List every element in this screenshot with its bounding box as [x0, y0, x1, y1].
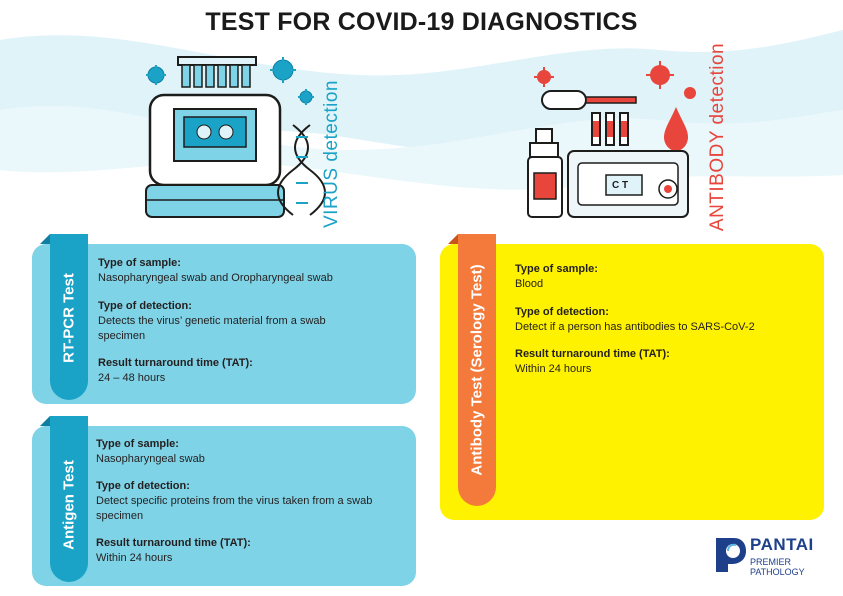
blood-drop-icon: [664, 107, 688, 151]
pantai-logo-icon: [716, 538, 746, 572]
rtpcr-ribbon-fold: [40, 234, 50, 244]
antibody-detection-strong: ANTIBODY: [707, 130, 728, 232]
rtpcr-sample-label: Type of sample:: [98, 257, 181, 269]
antigen-card: [32, 426, 416, 586]
logo-line-2: PATHOLOGY: [750, 567, 805, 577]
virus-detection-rest: detection: [321, 80, 342, 168]
rtpcr-tat-label: Result turnaround time (TAT):: [98, 357, 253, 369]
antibody-sample: Type of sample: Blood: [515, 262, 815, 292]
virus-detection-label: VIRUS detection: [321, 80, 343, 228]
antigen-ribbon-label: Antigen Test: [60, 460, 78, 550]
pcr-machine-illustration: [145, 56, 326, 218]
antibody-tat-value: Within 24 hours: [515, 363, 592, 375]
antigen-detection-value-1: Detect specific proteins from the virus …: [96, 495, 373, 507]
rtpcr-detection-label: Type of detection:: [98, 300, 192, 312]
antigen-sample-value: Nasopharyngeal swab: [96, 453, 205, 465]
antigen-sample: Type of sample: Nasopharyngeal swab: [96, 437, 406, 467]
antigen-tat: Result turnaround time (TAT): Within 24 …: [96, 536, 406, 566]
antibody-detection-rest: detection: [707, 42, 728, 131]
device-ct-label: C T: [612, 180, 628, 191]
page-title: TEST FOR COVID-19 DIAGNOSTICS: [205, 8, 638, 36]
antibody-ribbon-fold: [448, 234, 458, 244]
antibody-sample-value: Blood: [515, 278, 544, 290]
rtpcr-ribbon-label: RT-PCR Test: [60, 273, 78, 363]
antibody-ribbon: [458, 234, 496, 506]
antibody-tat: Result turnaround time (TAT): Within 24 …: [515, 347, 815, 377]
rtpcr-tat: Result turnaround time (TAT): 24 – 48 ho…: [98, 356, 406, 386]
antibody-detection-label: ANTIBODY detection: [707, 43, 729, 231]
rtpcr-sample-value: Nasopharyngeal swab and Oropharyngeal sw…: [98, 272, 333, 284]
antibody-test-illustration: C T: [527, 61, 696, 218]
antigen-tat-label: Result turnaround time (TAT):: [96, 537, 251, 549]
dna-icon: [277, 124, 326, 216]
virus-detection-strong: VIRUS: [321, 167, 342, 228]
pantai-logo: PANTAI PREMIER PATHOLOGY: [750, 535, 830, 577]
antibody-card: [440, 244, 824, 520]
rtpcr-sample: Type of sample: Nasopharyngeal swab and …: [98, 256, 406, 286]
antibody-sample-label: Type of sample:: [515, 263, 598, 275]
antibody-tat-label: Result turnaround time (TAT):: [515, 348, 670, 360]
antibody-detection: Type of detection: Detect if a person ha…: [515, 305, 815, 335]
logo-line-1: PREMIER: [750, 557, 792, 567]
antigen-detection: Type of detection: Detect specific prote…: [96, 479, 408, 524]
antigen-tat-value: Within 24 hours: [96, 552, 173, 564]
antigen-detection-label: Type of detection:: [96, 480, 190, 492]
logo-word: PANTAI: [750, 535, 814, 554]
rtpcr-detection-value-2: specimen: [98, 330, 146, 342]
antigen-detection-value-2: specimen: [96, 510, 144, 522]
rtpcr-tat-value: 24 – 48 hours: [98, 372, 166, 384]
rtpcr-card: [32, 244, 416, 404]
antibody-ribbon-label: Antibody Test (Serology Test): [468, 264, 486, 476]
rtpcr-detection: Type of detection: Detects the virus’ ge…: [98, 299, 406, 344]
antibody-detection-label: Type of detection:: [515, 306, 609, 318]
antigen-ribbon-fold: [40, 416, 50, 426]
rtpcr-ribbon: [50, 234, 88, 400]
antibody-detection-value: Detect if a person has antibodies to SAR…: [515, 321, 755, 333]
antigen-ribbon: [50, 416, 88, 582]
rtpcr-detection-value-1: Detects the virus’ genetic material from…: [98, 315, 326, 327]
antigen-sample-label: Type of sample:: [96, 438, 179, 450]
